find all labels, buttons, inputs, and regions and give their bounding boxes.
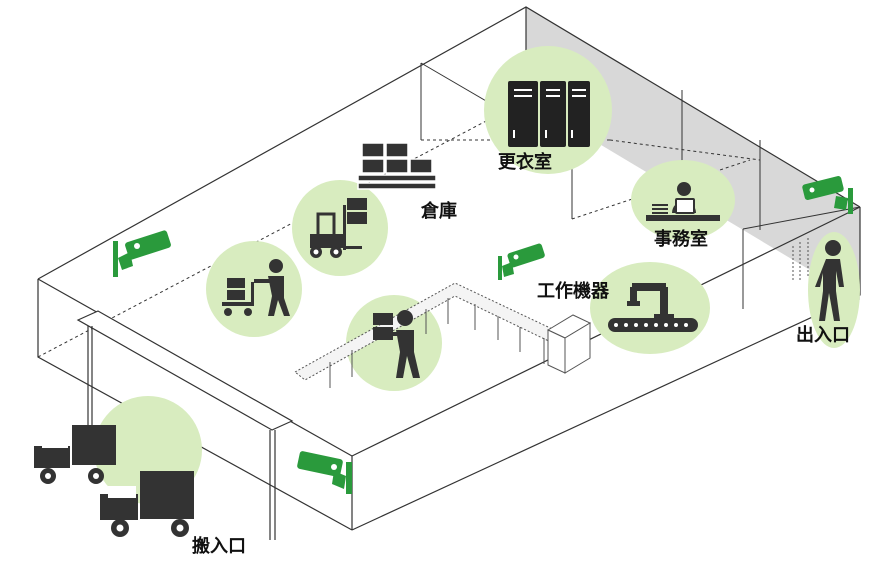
exit-door xyxy=(792,238,809,282)
desk-worker-icon xyxy=(646,182,720,221)
exit-label: 出入口 xyxy=(796,325,850,346)
security-camera-icon xyxy=(113,176,853,494)
machine-zone xyxy=(590,262,710,354)
truck-icon xyxy=(34,425,116,484)
robot-arm-icon xyxy=(608,283,698,332)
zone-highlights xyxy=(94,46,860,504)
loading-entrance-label: 搬入口 xyxy=(192,536,246,557)
loading-canopy xyxy=(76,310,294,540)
warehouse-label: 倉庫 xyxy=(421,201,457,222)
machine-tools-label: 工作機器 xyxy=(537,281,609,302)
worker-icon xyxy=(373,310,420,378)
locker-room-label: 更衣室 xyxy=(498,152,552,173)
office-label: 事務室 xyxy=(654,229,708,250)
cart-icon xyxy=(222,259,290,316)
truck-icon-front xyxy=(100,471,194,537)
forklift-icon xyxy=(310,198,367,258)
locker-icon xyxy=(508,81,590,147)
pallet-boxes-icon xyxy=(357,142,437,190)
forklift-zone xyxy=(292,180,388,276)
conveyor-icon xyxy=(294,282,592,388)
walking-person-icon xyxy=(815,240,844,321)
worker-zone xyxy=(346,295,442,391)
